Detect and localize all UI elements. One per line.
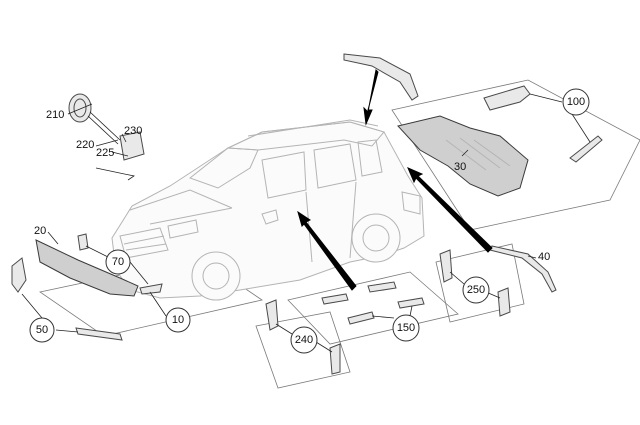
label-220: 220 [76, 139, 94, 151]
callout-150-label: 150 [397, 322, 415, 334]
rear-strip-part-40 [489, 245, 557, 293]
car-front-wheel-hub [202, 262, 230, 290]
leader-240-b [315, 341, 333, 353]
car-rear-wheel [351, 213, 401, 263]
callout-150-circle [392, 314, 420, 342]
door-handle-plate [287, 271, 459, 345]
ring-part-210-inner [73, 98, 87, 118]
roof-spoiler-part [343, 53, 419, 101]
car-grille [119, 227, 169, 259]
door-handle-part-150-d [397, 297, 425, 309]
car-side-window-front [261, 151, 307, 199]
rear-diffuser-part-30 [397, 115, 529, 197]
leader-250-a [449, 271, 465, 285]
bracket-part-70-a [77, 233, 89, 251]
leader-230 [121, 133, 127, 143]
car-roof-rail [247, 119, 379, 137]
callout-240-label: 240 [295, 334, 313, 346]
callout-50-circle [29, 317, 55, 343]
callout-10-label: 10 [172, 314, 184, 326]
leader-100-a [529, 93, 563, 103]
callout-100: 100 [562, 88, 590, 116]
leader-150-a [371, 315, 395, 319]
cable-part-225 [95, 167, 136, 181]
mudflap-plate-front [255, 311, 351, 389]
mudflap-part-240-a [265, 299, 279, 331]
bracket-part-70-b [139, 283, 163, 295]
callout-100-circle [562, 88, 590, 116]
label-230: 230 [124, 125, 142, 137]
trim-part-100 [483, 85, 531, 111]
label-40: 40 [538, 251, 550, 263]
leader-210 [67, 103, 93, 115]
label-210: 210 [46, 109, 64, 121]
leader-100-b [571, 113, 591, 143]
mudflap-part-250-a [439, 249, 453, 283]
leader-150-b [409, 305, 413, 317]
mudflap-part-240-b [329, 343, 341, 375]
leader-30 [461, 149, 469, 157]
car-side-window-rear [313, 143, 357, 189]
leader-240-a [275, 323, 293, 335]
vehicle-outline [111, 119, 425, 301]
callout-150: 150 [392, 314, 420, 342]
callout-240-circle [290, 326, 318, 354]
pointer-arrows [297, 68, 493, 291]
rear-diffuser-plate [391, 79, 640, 231]
callout-250: 250 [462, 276, 490, 304]
callout-10-circle [165, 307, 191, 333]
callout-10: 10 [165, 307, 191, 333]
trim-part-100-strip [569, 135, 603, 163]
car-tail-light [401, 191, 421, 215]
car-roof [226, 121, 385, 151]
car-front-wheel [191, 251, 241, 301]
leader-225 [111, 151, 129, 157]
arrow-to-roof-spoiler [363, 68, 379, 126]
door-handle-part-150-c [347, 311, 375, 325]
car-hood-line [129, 189, 233, 225]
door-handle-part-150-a [321, 293, 349, 305]
label-225: 225 [96, 147, 114, 159]
leader-50-a [21, 293, 43, 319]
parts [11, 53, 603, 375]
leader-10 [149, 291, 167, 317]
leader-70-b [129, 261, 149, 285]
label-30: 30 [454, 161, 466, 173]
cable-part-220 [87, 111, 121, 145]
callout-100-label: 100 [567, 96, 585, 108]
callout-70-circle [105, 249, 131, 275]
callout-240: 240 [290, 326, 318, 354]
leader-lines [21, 93, 591, 353]
callout-250-label: 250 [467, 284, 485, 296]
leader-50-b [55, 329, 79, 333]
side-panel-part-50-left [11, 257, 27, 293]
callout-50-label: 50 [36, 324, 48, 336]
callout-50: 50 [29, 317, 55, 343]
car-side-mirror [261, 209, 279, 225]
callout-70: 70 [105, 249, 131, 275]
door-handle-part-150-b [367, 281, 397, 293]
callout-70-label: 70 [112, 256, 124, 268]
module-part-230 [119, 131, 145, 161]
mudflap-part-250-b [497, 287, 511, 317]
leader-40 [527, 255, 537, 259]
callout-250-circle [462, 276, 490, 304]
rear-diffuser-part-30-fins [445, 137, 511, 171]
label-20: 20 [34, 225, 46, 237]
arrow-to-door-handle [297, 210, 357, 291]
car-quarter-window [357, 139, 383, 177]
side-panel-part-50-strip [75, 327, 123, 341]
leader-20 [47, 231, 59, 245]
arrow-to-rear-diffuser [407, 167, 493, 253]
car-headlight [167, 219, 199, 239]
car-windshield [188, 147, 259, 189]
front-bumper-part-20 [35, 239, 139, 297]
leader-220 [95, 139, 119, 147]
car-rear-wheel-hub [362, 224, 390, 252]
